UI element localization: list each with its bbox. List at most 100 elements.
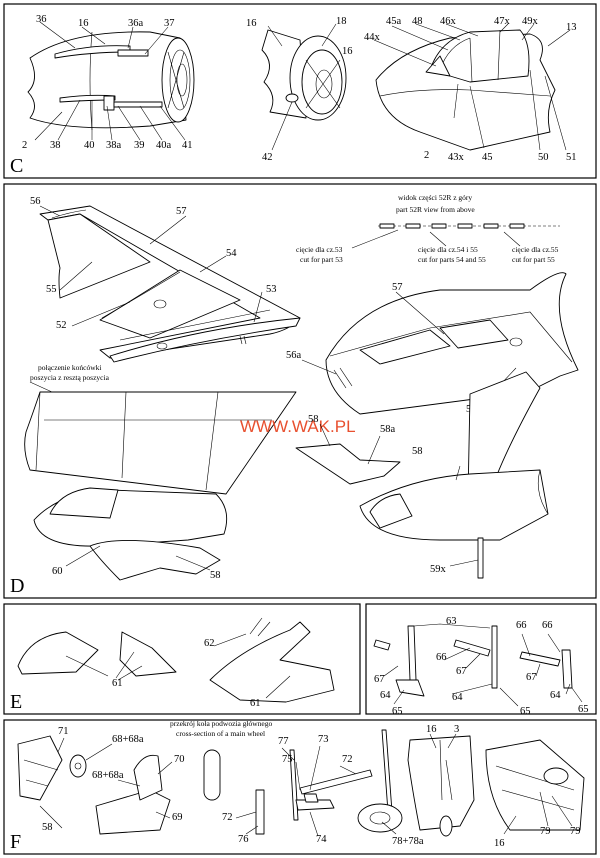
label-77: 77 <box>278 736 289 747</box>
label-41: 41 <box>182 140 193 151</box>
label-3: 3 <box>454 724 459 735</box>
note-wheel-en: cross-section of a main wheel <box>176 729 265 738</box>
label-67b: 67 <box>456 666 467 677</box>
nose-wheel-well-drawing <box>17 735 173 835</box>
label-62: 62 <box>204 638 215 649</box>
label-16-f-a: 16 <box>426 724 437 735</box>
main-wheel-drawing <box>357 729 403 835</box>
intake-ring-drawing <box>261 23 347 151</box>
rear-fuselage-drawing <box>27 21 195 141</box>
label-36a: 36a <box>128 18 144 29</box>
panel-f: F 71 68+68a 68+68a 70 58 69 przekrój koł… <box>3 719 597 855</box>
note-tip-joint-1: połączenie końcówki <box>38 363 102 372</box>
label-2b: 2 <box>424 150 429 161</box>
label-58f: 58 <box>42 822 53 833</box>
note-wheel-pl: przekrój koła podwozia głównego <box>170 719 273 728</box>
section-label-c: C <box>10 155 23 177</box>
label-39: 39 <box>134 140 145 151</box>
label-45a: 45a <box>386 16 402 27</box>
label-55: 55 <box>46 284 57 295</box>
label-2: 2 <box>22 140 27 151</box>
label-61b: 61 <box>250 698 261 709</box>
label-75: 75 <box>282 754 293 765</box>
section-label-d: D <box>10 575 24 597</box>
tail-parts-drawing <box>295 371 549 579</box>
label-37: 37 <box>164 18 175 29</box>
label-36: 36 <box>36 14 47 25</box>
label-49x: 49x <box>522 16 539 27</box>
label-63: 63 <box>446 616 457 627</box>
wing-frame-drawing <box>39 205 301 363</box>
label-38a: 38a <box>106 140 122 151</box>
label-52: 52 <box>56 320 67 331</box>
label-58b: 58 <box>308 414 319 425</box>
section-label-f: F <box>10 831 21 853</box>
label-66c: 66 <box>542 620 553 631</box>
label-65a: 65 <box>392 706 403 717</box>
label-58c: 58a <box>380 424 396 435</box>
label-16b: 16 <box>246 18 257 29</box>
label-73: 73 <box>318 734 329 745</box>
panel-f-frame <box>3 719 597 855</box>
label-56: 56 <box>30 196 41 207</box>
label-71: 71 <box>58 726 69 737</box>
label-38: 38 <box>50 140 61 151</box>
label-78-78a: 78+78a <box>392 836 424 847</box>
label-45: 45 <box>482 152 493 163</box>
label-44x: 44x <box>364 32 381 43</box>
label-64b: 64 <box>452 692 463 703</box>
label-74: 74 <box>316 834 327 845</box>
gear-bay-drawing <box>407 733 475 837</box>
label-65b: 65 <box>520 706 531 717</box>
label-40a: 40a <box>156 140 172 151</box>
note-top-view-en: part 52R view from above <box>396 205 475 214</box>
main-gear-drawing <box>235 745 373 837</box>
label-64a: 64 <box>380 690 391 701</box>
label-42: 42 <box>262 152 273 163</box>
wing-root-drawing <box>485 739 585 835</box>
panel-d: D 56 57 54 55 52 53 <box>3 183 597 599</box>
panel-c-frame <box>3 3 597 179</box>
label-56a: 56a <box>286 350 302 361</box>
label-50: 50 <box>538 152 549 163</box>
note-tip-joint-2: poszycia z resztą poszycia <box>30 373 110 382</box>
label-16: 16 <box>78 18 89 29</box>
label-66a: 66 <box>436 652 447 663</box>
note-cut5455-pl: cięcie dla cz.54 i 55 <box>418 245 478 254</box>
label-51: 51 <box>566 152 577 163</box>
label-65c: 65 <box>578 704 589 715</box>
nose-cockpit-drawing <box>373 23 571 151</box>
label-68-68a-b: 68+68a <box>92 770 124 781</box>
panel-e-frame <box>3 603 361 715</box>
label-48: 48 <box>412 16 423 27</box>
note-top-view-pl: widok części 52R z góry <box>398 193 472 202</box>
tailplane-drawing <box>17 617 335 703</box>
panel-c: C 36 16 36a 37 <box>3 3 597 179</box>
label-16c: 16 <box>342 46 353 57</box>
panel-d-frame <box>3 183 597 599</box>
label-60: 60 <box>52 566 63 577</box>
label-57b: 57 <box>392 282 403 293</box>
label-16-f-b: 16 <box>494 838 505 849</box>
label-68-68a-a: 68+68a <box>112 734 144 745</box>
note-cut55-pl: cięcie dla cz.55 <box>512 245 559 254</box>
note-cut53-en: cut for part 53 <box>300 255 343 264</box>
watermark: WWW.WAK.PL <box>240 417 356 436</box>
label-40: 40 <box>84 140 95 151</box>
label-58d: 58 <box>412 446 423 457</box>
label-76: 76 <box>238 834 249 845</box>
label-66b: 66 <box>516 620 527 631</box>
label-79a: 79 <box>540 826 551 837</box>
label-61a: 61 <box>112 678 123 689</box>
label-67a: 67 <box>374 674 385 685</box>
top-view-strip <box>351 223 560 249</box>
label-43x: 43x <box>448 152 465 163</box>
label-64c: 64 <box>550 690 561 701</box>
label-13: 13 <box>566 22 577 33</box>
label-72b: 72 <box>222 812 233 823</box>
label-53: 53 <box>266 284 277 295</box>
label-70: 70 <box>174 754 185 765</box>
wheel-cross-section <box>203 749 221 801</box>
note-cut55-en: cut for part 55 <box>512 255 555 264</box>
